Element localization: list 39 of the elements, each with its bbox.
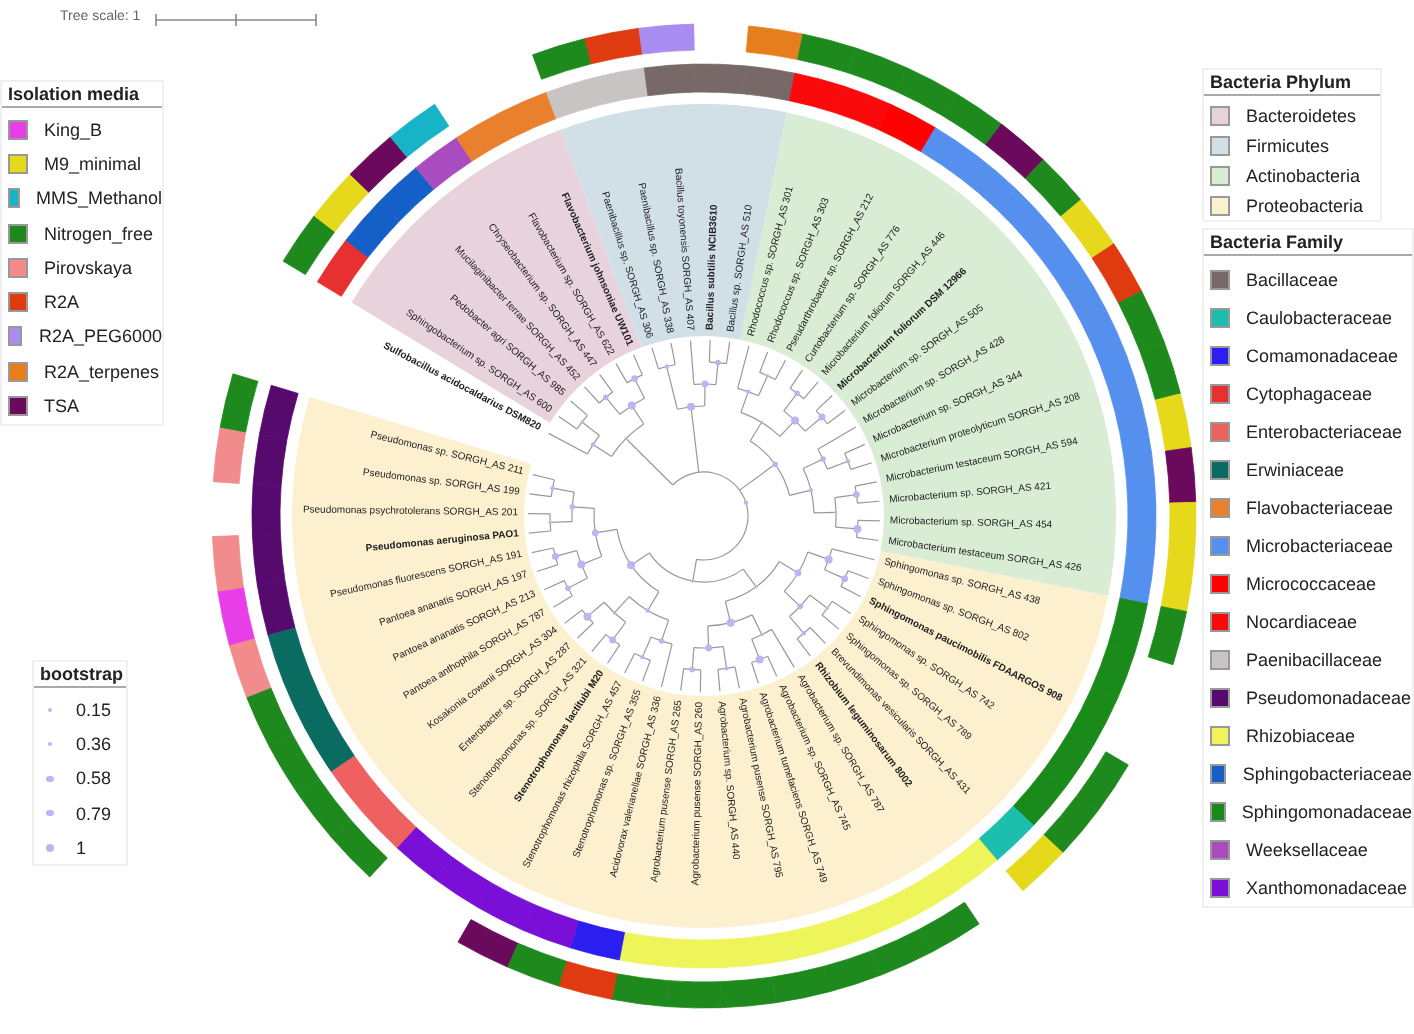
legend-label: 1 — [76, 837, 87, 858]
legend-title: bootstrap — [34, 662, 126, 688]
legend-label: Nocardiaceae — [1246, 611, 1358, 631]
legend-label: Comamonadaceae — [1246, 345, 1399, 365]
legend-label: Caulobacteraceae — [1246, 307, 1393, 327]
legend-label: Bacteroidetes — [1246, 105, 1357, 125]
legend-label: Rhizobiaceae — [1246, 725, 1356, 745]
legend-label: Erwiniaceae — [1246, 459, 1345, 479]
legend-title: Bacteria Family — [1204, 230, 1412, 256]
legend-label: Sphingomonadaceae — [1241, 801, 1412, 821]
legend-label: Proteobacteria — [1246, 195, 1364, 215]
legend-label: Flavobacteriaceae — [1246, 497, 1394, 517]
legend-label: R2A_terpenes — [44, 361, 160, 382]
legend-label: MMS_Methanol — [35, 188, 162, 209]
legend-label: Sphingobacteriaceae — [1242, 763, 1412, 783]
legend-label: TSA — [44, 396, 80, 417]
legend-label: Micrococcaceae — [1246, 573, 1377, 593]
legend-label: R2A — [44, 292, 80, 313]
legend-label: 0.58 — [76, 768, 112, 789]
legend-label: 0.36 — [76, 733, 112, 754]
legend-label: R2A_PEG6000 — [38, 326, 162, 347]
legend-label: 0.15 — [76, 699, 112, 720]
legend-label: Pseudomonadaceae — [1246, 687, 1412, 707]
legend-title: Isolation media — [2, 82, 162, 108]
legend-label: M9_minimal — [44, 153, 142, 174]
legend-label: 0.79 — [76, 803, 112, 824]
legend-label: Weeksellaceae — [1246, 839, 1368, 859]
legend-label: King_B — [44, 119, 103, 140]
legend-label: Enterobacteriaceae — [1246, 421, 1403, 441]
legend-label: Microbacteriaceae — [1246, 535, 1394, 555]
legend-label: Paenibacillaceae — [1246, 649, 1383, 669]
legend-label: Bacillaceae — [1246, 269, 1339, 289]
legend-label: Firmicutes — [1246, 135, 1330, 155]
legend-title: Bacteria Phylum — [1204, 70, 1380, 96]
legend-label: Nitrogen_free — [44, 223, 154, 244]
legend-label: Actinobacteria — [1246, 165, 1361, 185]
legend-label: Cytophagaceae — [1246, 383, 1373, 403]
legend-label: Pirovskaya — [44, 257, 133, 278]
legend-label: Xanthomonadaceae — [1246, 877, 1408, 897]
